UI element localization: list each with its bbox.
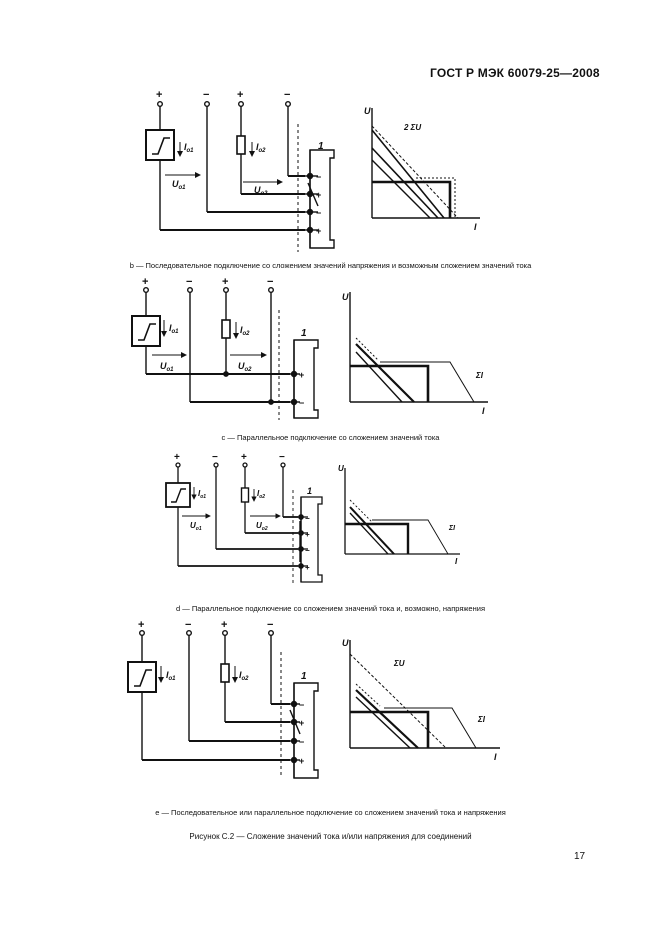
b-label-i2: Io2 [256,142,266,154]
e-label-i1: Io1 [166,670,176,682]
e-minus-2: − [267,619,273,631]
caption-d: d — Параллельное подключение со сложение… [175,604,486,613]
d-minus-2: − [279,452,285,463]
d-plus-1: + [174,452,180,463]
d-label-u2: Uo2 [256,521,268,532]
c-pin-1: + [299,370,304,380]
c-sum-label: ΣI [475,371,484,380]
figure-c-labels: + − + − Io1 Io2 Uo1 Uo2 1 + − U I ΣI [142,276,485,416]
e-minus-1: − [185,619,191,631]
figure-e [127,630,500,779]
b-plus-1: + [156,89,162,101]
d-axis-i: I [455,557,458,566]
c-axis-i: I [482,406,485,416]
c-label-u1: Uo1 [160,361,174,373]
e-axis-i: I [494,752,497,762]
d-label-i2: Io2 [257,489,265,500]
b-pin-2: + [316,190,321,200]
e-plus-2: + [221,619,227,631]
figure-caption: Рисунок С.2 — Сложение значений тока и/и… [189,832,472,841]
figure-b-labels: + − + − Io1 Io2 Uo1 Uo2 1 − + − + U I 2 … [156,89,477,236]
b-plus-2: + [237,89,243,101]
d-pin-2: + [305,530,310,539]
e-pin-4: + [299,756,304,766]
c-label-i1: Io1 [169,323,179,335]
b-pin-3: − [316,208,321,218]
b-label-u1: Uo1 [172,179,186,191]
c-pin-2: − [299,398,304,408]
c-label-u2: Uo2 [238,361,252,373]
figure-c [131,287,488,420]
page-number: 17 [574,851,586,862]
d-axis-u: U [338,464,344,473]
b-label-i1: Io1 [184,142,194,154]
b-sum-label: 2 ΣU [403,123,421,132]
d-plus-2: + [241,452,247,463]
e-plus-1: + [138,619,144,631]
d-label-u1: Uo1 [190,521,202,532]
figure-d-labels: + − + − Io1 Io2 Uo1 Uo2 1 − + − + U I ΣI [174,452,458,572]
c-label-i2: Io2 [240,325,250,337]
caption-b: b — Последовательное подключение со слож… [129,261,532,270]
figure-d [165,462,460,584]
c-plus-1: + [142,276,148,288]
caption-e: e — Последовательное или параллельное по… [155,808,506,817]
b-node-label: 1 [318,141,324,152]
b-axis-i: I [474,222,477,232]
b-label-u2: Uo2 [254,185,268,197]
e-sum-u-label: ΣU [393,659,405,668]
e-node-label: 1 [301,671,307,682]
d-pin-3: − [305,546,310,555]
b-pin-1: − [316,172,321,182]
b-axis-u: U [364,106,371,116]
c-node-label: 1 [301,328,307,339]
d-node-label: 1 [307,486,312,496]
caption-c: c — Параллельное подключение со сложение… [221,433,440,442]
e-label-i2: Io2 [239,670,249,682]
e-sum-i-label: ΣI [477,715,486,724]
d-pin-1: − [305,514,310,523]
c-plus-2: + [222,276,228,288]
figure-b [145,100,480,252]
d-label-i1: Io1 [198,489,206,500]
d-minus-1: − [212,452,218,463]
b-pin-4: + [316,226,321,236]
d-pin-4: + [305,563,310,572]
d-sum-label: ΣI [448,525,456,532]
b-minus-2: − [284,89,290,101]
c-minus-1: − [186,276,192,288]
e-pin-3: − [299,737,304,747]
standard-number: ГОСТ Р МЭК 60079-25—2008 [430,66,600,80]
b-minus-1: − [203,89,209,101]
c-minus-2: − [267,276,273,288]
e-axis-u: U [342,638,349,648]
figure-e-labels: + − + − Io1 Io2 1 − + − + U I ΣU ΣI [138,619,497,766]
e-pin-2: + [299,718,304,728]
e-pin-1: − [299,700,304,710]
c-axis-u: U [342,292,349,302]
